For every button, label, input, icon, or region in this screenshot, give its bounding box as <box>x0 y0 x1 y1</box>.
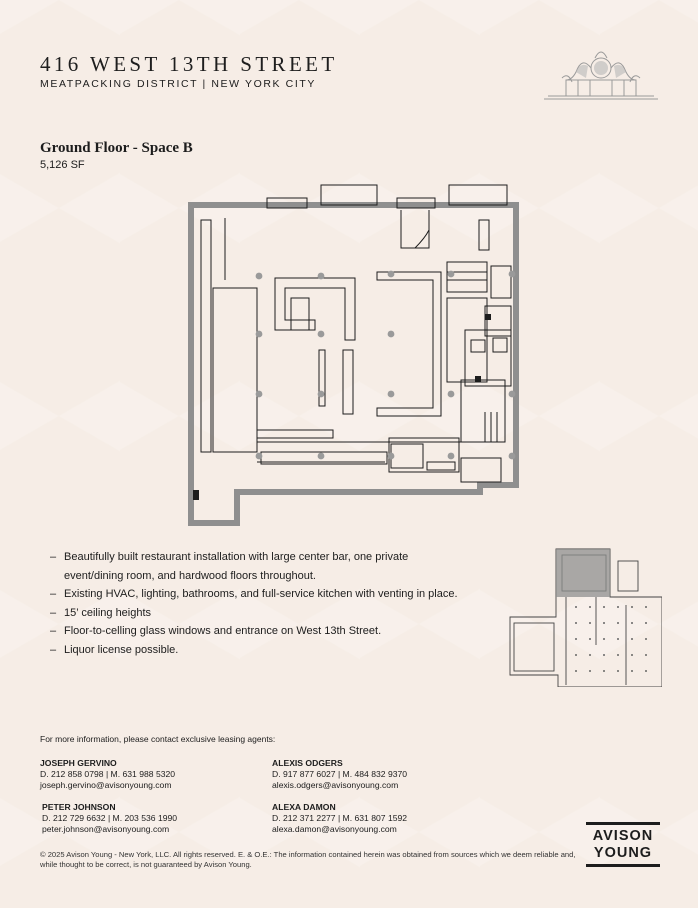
agent-phones: D. 917 877 6027 | M. 484 832 9370 <box>272 769 408 779</box>
contact-intro: For more information, please contact exc… <box>40 734 276 744</box>
space-title: Ground Floor - Space B <box>40 140 193 156</box>
agent-name: ALEXIS ODGERS <box>272 758 343 768</box>
columns <box>255 270 516 460</box>
logo-word-1: AVISON <box>592 828 654 844</box>
agent-phones: D. 212 729 6632 | M. 203 536 1990 <box>42 813 178 823</box>
feature-item: Beautifully built restaurant installatio… <box>50 548 460 585</box>
floor-plan <box>188 184 519 526</box>
space-size: 5,126 SF <box>40 159 85 171</box>
feature-item: Liquor license possible. <box>50 641 460 660</box>
agent-email[interactable]: peter.johnson@avisonyoung.com <box>42 824 170 834</box>
building-crest-logo <box>544 51 658 100</box>
agent-email[interactable]: alexis.odgers@avisonyoung.com <box>272 780 399 790</box>
agent-name: PETER JOHNSON <box>42 802 116 812</box>
logo-word-2: YOUNG <box>593 845 653 861</box>
agent-name: JOSEPH GERVINO <box>40 758 117 768</box>
feature-item: Floor-to-celling glass windows and entra… <box>50 622 460 641</box>
agent-card: PETER JOHNSON D. 212 729 6632 | M. 203 5… <box>42 802 177 835</box>
agent-card: ALEXIS ODGERS D. 917 877 6027 | M. 484 8… <box>272 758 407 791</box>
logo-bar-top <box>586 822 660 825</box>
agent-email[interactable]: alexa.damon@avisonyoung.com <box>272 824 397 834</box>
agent-card: JOSEPH GERVINO D. 212 858 0798 | M. 631 … <box>40 758 175 791</box>
agent-phones: D. 212 858 0798 | M. 631 988 5320 <box>40 769 176 779</box>
avison-young-logo: AVISON YOUNG <box>586 822 660 870</box>
agent-email[interactable]: joseph.gervino@avisonyoung.com <box>40 780 172 790</box>
legal-disclaimer: © 2025 Avison Young - New York, LLC. All… <box>40 850 576 869</box>
logo-bar-bottom <box>586 864 660 867</box>
agent-card: ALEXA DAMON D. 212 371 2277 | M. 631 807… <box>272 802 407 835</box>
feature-list: Beautifully built restaurant installatio… <box>50 548 460 660</box>
highlighted-space <box>556 549 610 597</box>
property-subtitle: MEATPACKING DISTRICT | NEW YORK CITY <box>40 78 316 90</box>
agent-phones: D. 212 371 2277 | M. 631 807 1592 <box>272 813 408 823</box>
exterior-walls <box>188 202 519 526</box>
agent-name: ALEXA DAMON <box>272 802 336 812</box>
feature-item: Existing HVAC, lighting, bathrooms, and … <box>50 585 460 604</box>
feature-item: 15’ ceiling heights <box>50 604 460 623</box>
property-title: 416 WEST 13TH STREET <box>40 52 338 76</box>
key-plan-map <box>509 548 662 687</box>
